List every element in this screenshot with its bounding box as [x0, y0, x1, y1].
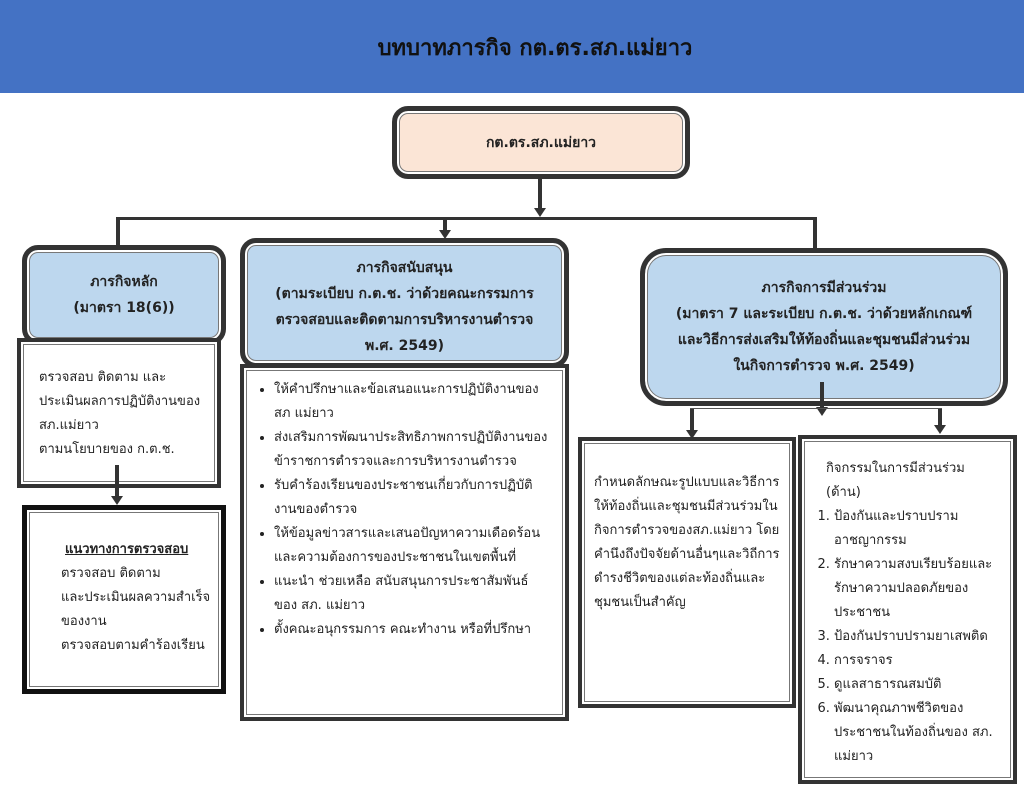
list-item: ตั้งคณะอนุกรรมการ คณะทำงาน หรือที่ปรึกษา [274, 618, 555, 642]
participation-mission-header: ภารกิจการมีส่วนร่วม (มาตรา 7 และระเบียบ … [640, 248, 1008, 406]
connector [116, 217, 120, 245]
list-item: ให้ข้อมูลข่าวสารและเสนอปัญหาความเดือดร้อ… [274, 522, 555, 570]
guideline-line: ของงาน [61, 614, 107, 629]
header-banner: บทบาทภารกิจ กต.ตร.สภ.แม่ยาว [0, 0, 1024, 93]
participation-activities-box: กิจกรรมในการมีส่วนร่วม (ด้าน) ป้องกันและ… [798, 435, 1017, 784]
connector [690, 408, 942, 409]
connector [538, 179, 542, 209]
subtitle-line: ตรวจสอบและติดตามการบริหารงานตำรวจ [275, 312, 534, 328]
subtitle-line: ในกิจการตำรวจ พ.ศ. 2549) [733, 358, 915, 374]
page-title: บทบาทภารกิจ กต.ตร.สภ.แม่ยาว [377, 36, 693, 61]
guideline-line: ตรวจสอบ ติดตาม [61, 566, 161, 581]
arrow-icon [439, 230, 451, 239]
connector [690, 409, 694, 431]
activity-item: การจราจร [834, 649, 1001, 673]
connector [938, 409, 942, 426]
content-line: ตรวจสอบ ติดตาม และ [39, 370, 167, 385]
guideline-line: และประเมินผลความสำเร็จ [61, 590, 211, 605]
support-mission-title: ภารกิจสนับสนุน [356, 260, 453, 276]
connector [443, 217, 447, 231]
participation-mission-title: ภารกิจการมีส่วนร่วม [761, 280, 887, 296]
main-mission-title: ภารกิจหลัก [90, 274, 158, 290]
main-mission-subtitle: (มาตรา 18(6)) [73, 300, 175, 316]
activity-item: ป้องกันและปราบปรามอาชญากรรม [834, 505, 1001, 553]
participation-method-text: กำหนดลักษณะรูปแบบและวิธีการให้ท้องถิ่นแล… [594, 475, 780, 610]
list-item: รับคำร้องเรียนของประชาชนเกี่ยวกับการปฏิบ… [274, 474, 555, 522]
content-line: ตามนโยบายของ ก.ต.ช. [39, 442, 175, 457]
arrow-icon [686, 430, 698, 439]
arrow-icon [816, 407, 828, 416]
list-item: แนะนำ ช่วยเหลือ สนับสนุนการประชาสัมพันธ์… [274, 570, 555, 618]
list-item: ส่งเสริมการพัฒนาประสิทธิภาพการปฏิบัติงาน… [274, 426, 555, 474]
main-mission-header: ภารกิจหลัก (มาตรา 18(6)) [22, 245, 226, 345]
connector [813, 217, 817, 248]
support-mission-list: ให้คำปรึกษาและข้อเสนอแนะการปฏิบัติงานของ… [240, 364, 569, 721]
activity-item: รักษาความสงบเรียบร้อยและรักษาความปลอดภัย… [834, 553, 1001, 625]
participation-method-box: กำหนดลักษณะรูปแบบและวิธีการให้ท้องถิ่นแล… [578, 437, 796, 708]
activities-heading: กิจกรรมในการมีส่วนร่วม (ด้าน) [826, 461, 965, 500]
support-mission-header: ภารกิจสนับสนุน (ตามระเบียบ ก.ต.ช. ว่าด้ว… [240, 238, 569, 368]
connector [115, 465, 119, 497]
activity-item: ดูแลสาธารณสมบัติ [834, 673, 1001, 697]
top-box-label: กต.ตร.สภ.แม่ยาว [485, 134, 597, 151]
guideline-box: แนวทางการตรวจสอบ ตรวจสอบ ติดตาม และประเม… [22, 505, 226, 694]
guideline-heading: แนวทางการตรวจสอบ [65, 542, 189, 557]
subtitle-line: พ.ศ. 2549) [365, 338, 444, 354]
subtitle-line: (มาตรา 7 และระเบียบ ก.ต.ช. ว่าด้วยหลักเก… [675, 306, 973, 322]
subtitle-line: และวิธีการส่งเสริมให้ท้องถิ่นและชุมชนมีส… [677, 332, 971, 348]
content-line: สภ.แม่ยาว [39, 418, 99, 433]
list-item: ให้คำปรึกษาและข้อเสนอแนะการปฏิบัติงานของ… [274, 378, 555, 426]
connector [116, 217, 817, 220]
arrow-icon [934, 425, 946, 434]
activity-item: พัฒนาคุณภาพชีวิตของประชาชนในท้องถิ่นของ … [834, 697, 1001, 769]
activity-item: ป้องกันปราบปรามยาเสพติด [834, 625, 1001, 649]
top-box: กต.ตร.สภ.แม่ยาว [392, 106, 690, 179]
guideline-line: ตรวจสอบตามคำร้องเรียน [61, 638, 205, 653]
content-line: ประเมินผลการปฏิบัติงานของ [39, 394, 201, 409]
arrow-icon [111, 496, 123, 505]
subtitle-line: (ตามระเบียบ ก.ต.ช. ว่าด้วยคณะกรรมการ [275, 286, 534, 302]
main-mission-content: ตรวจสอบ ติดตาม และ ประเมินผลการปฏิบัติงา… [17, 338, 221, 488]
arrow-icon [534, 208, 546, 217]
connector [820, 382, 824, 409]
